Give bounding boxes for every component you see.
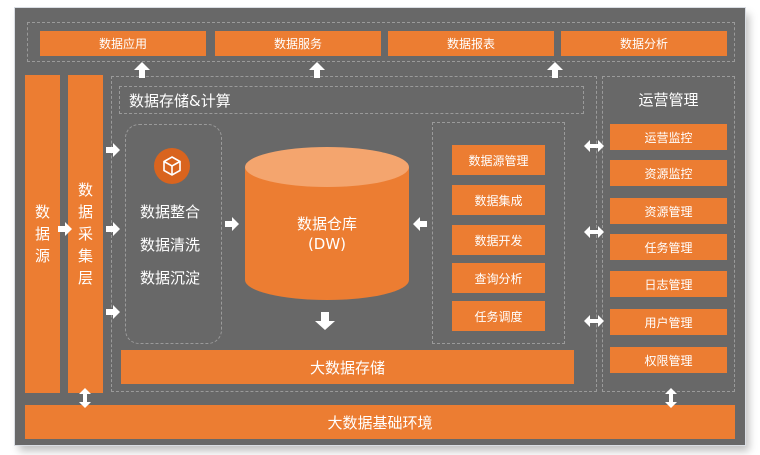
arrow-up-to-data-report (547, 62, 563, 78)
arrow-collection-to-base (79, 388, 91, 408)
ops-user-management: 用户管理 (610, 309, 727, 335)
tool-query-analysis: 查询分析 (452, 263, 545, 293)
ops-resource-management: 资源管理 (610, 198, 727, 224)
arrow-up-to-data-service (309, 62, 325, 78)
arrow-collection-to-center-3 (106, 305, 120, 319)
ops-title: 运营管理 (638, 91, 699, 109)
integration-item-deposit: 数据沉淀 (140, 269, 201, 287)
arrow-source-to-collection (58, 222, 72, 236)
data-source-column: 数据源 (25, 75, 60, 393)
arrow-center-ops-1 (584, 140, 604, 152)
integration-panel (125, 124, 222, 344)
ops-operation-monitor: 运营监控 (610, 124, 727, 150)
ops-resource-monitor: 资源监控 (610, 160, 727, 186)
center-section-title: 数据存储&计算 (129, 92, 231, 110)
ops-task-management: 任务管理 (610, 234, 727, 260)
top-box-data-analysis: 数据分析 (561, 31, 727, 56)
arrow-collection-to-center-1 (106, 143, 120, 157)
data-collection-label: 数据采集层 (77, 181, 93, 287)
tools-panel (432, 122, 565, 344)
integration-item-clean: 数据清洗 (140, 236, 201, 254)
ops-log-management: 日志管理 (610, 271, 727, 297)
arrow-tools-to-warehouse (413, 217, 427, 231)
arrow-ops-to-base (665, 388, 677, 408)
big-data-base-environment-bar: 大数据基础环境 (25, 405, 735, 439)
data-warehouse-cylinder (245, 147, 409, 300)
integration-item-merge: 数据整合 (140, 203, 201, 221)
data-collection-column: 数据采集层 (68, 75, 103, 393)
ops-permission-management: 权限管理 (610, 347, 727, 373)
top-box-data-report: 数据报表 (388, 31, 554, 56)
tool-task-scheduling: 任务调度 (452, 301, 545, 331)
arrow-center-ops-2 (584, 226, 604, 238)
arrow-warehouse-to-storage (315, 312, 335, 330)
arrow-center-ops-3 (584, 315, 604, 327)
big-data-storage-bar: 大数据存储 (121, 350, 574, 384)
warehouse-title: 数据仓库 (296, 215, 357, 233)
tool-data-development: 数据开发 (452, 225, 545, 255)
top-row-container (27, 22, 735, 62)
tool-data-integration: 数据集成 (452, 185, 545, 215)
arrow-up-to-data-application (134, 62, 150, 78)
center-title-bar (119, 86, 584, 114)
data-source-label: 数据源 (34, 203, 50, 265)
tool-datasource-management: 数据源管理 (452, 145, 545, 175)
warehouse-subtitle: (DW) (307, 235, 347, 253)
top-box-data-application: 数据应用 (40, 31, 206, 56)
box-icon (154, 148, 190, 184)
arrow-integration-to-warehouse (225, 217, 239, 231)
arrow-collection-to-center-2 (106, 222, 120, 236)
top-box-data-service: 数据服务 (215, 31, 381, 56)
